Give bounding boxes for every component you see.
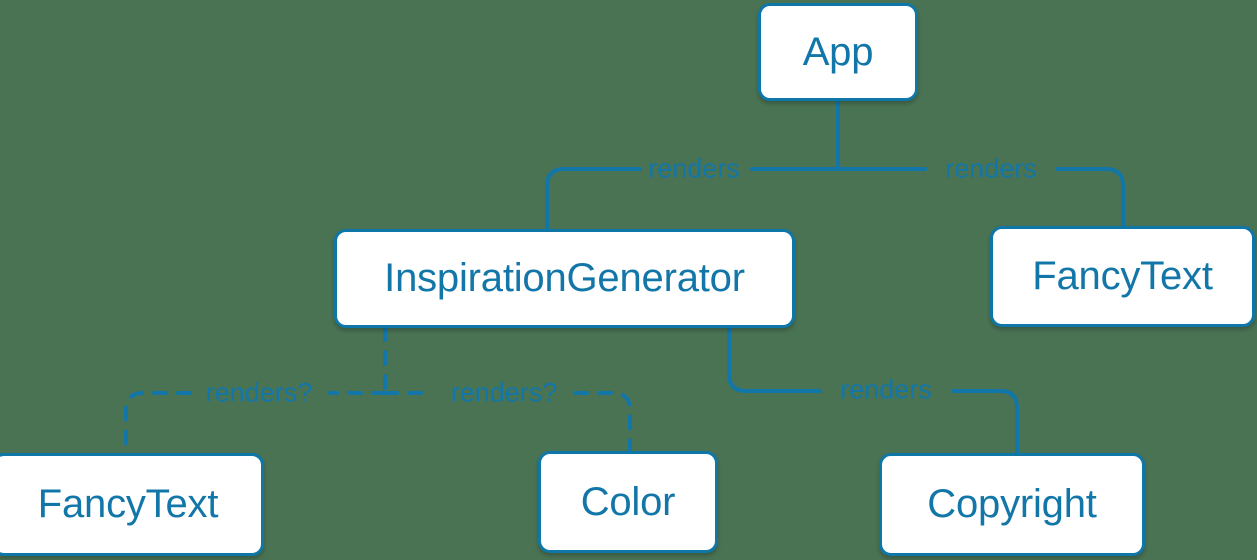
node-color-label: Color (580, 479, 676, 524)
node-fancytext-bottom[interactable]: FancyText (0, 453, 264, 556)
node-inspiration-generator[interactable]: InspirationGenerator (334, 229, 795, 328)
node-fancytext-right[interactable]: FancyText (990, 226, 1255, 327)
node-color[interactable]: Color (538, 451, 718, 553)
edge-app-to-inspiration (545, 167, 840, 231)
edge-ig-to-fancytext (124, 391, 387, 457)
node-fancytext-right-label: FancyText (1032, 254, 1213, 298)
edge-app-to-fancytext (836, 167, 1125, 228)
node-inspiration-generator-label: InspirationGenerator (384, 256, 745, 300)
node-fancytext-bottom-label: FancyText (37, 482, 219, 526)
node-app[interactable]: App (758, 3, 918, 101)
edge-label-app-renders-inspiration: renders (648, 153, 740, 184)
edge-ig-to-color (383, 391, 632, 454)
edge-label-inspiration-renders-fancytext: renders? (205, 377, 313, 408)
edge-ig-to-copyright (727, 326, 1019, 456)
edge-label-inspiration-renders-copyright: renders (840, 374, 932, 405)
node-copyright-label: Copyright (927, 482, 1097, 526)
node-app-label: App (802, 29, 874, 74)
edge-label-app-renders-fancytext: renders (945, 153, 1037, 184)
node-copyright[interactable]: Copyright (879, 453, 1145, 556)
edge-label-inspiration-renders-color: renders? (450, 377, 558, 408)
